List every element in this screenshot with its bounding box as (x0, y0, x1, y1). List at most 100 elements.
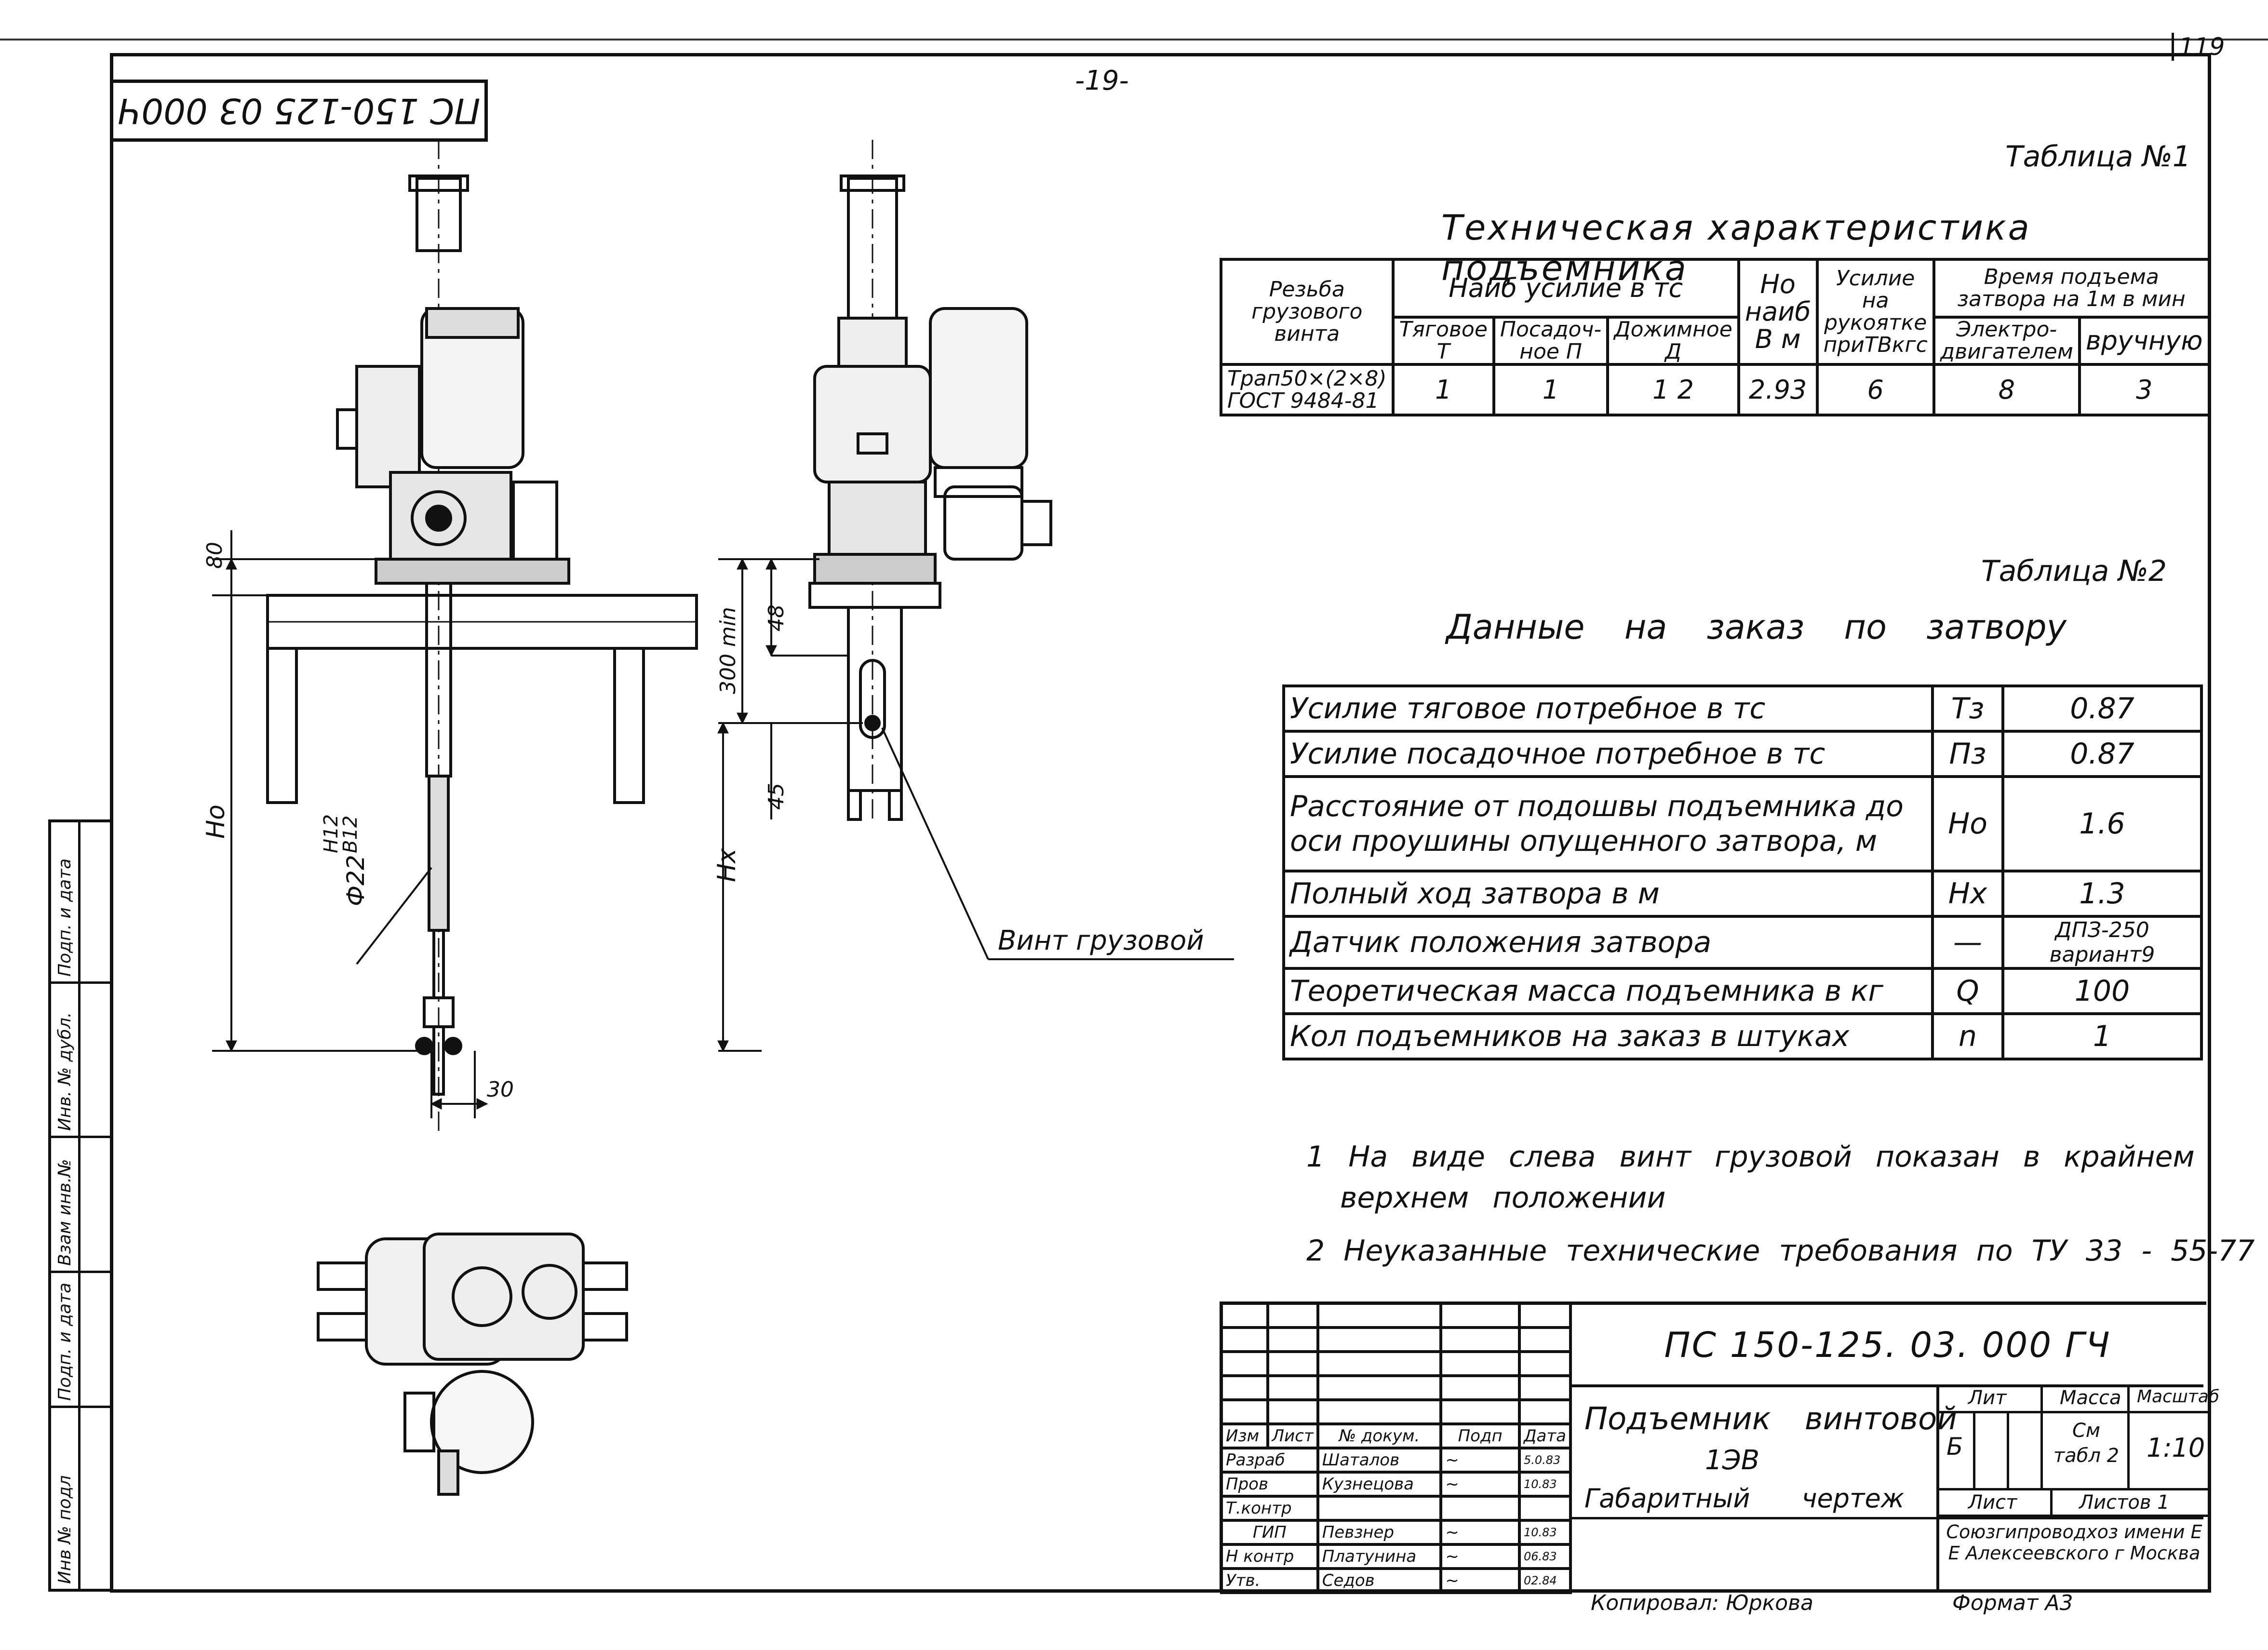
t1-handle: 6 (1815, 363, 1935, 417)
copied-by: Копировал: Юркова (1591, 1591, 1814, 1615)
code-stamp: ПС 150-125 03 000Ч (110, 80, 488, 142)
tb-name-4: Платунина (1316, 1543, 1443, 1570)
tb-head-doc: № докум. (1316, 1422, 1443, 1449)
tb-role-0: Разраб (1220, 1447, 1319, 1474)
t2-val-5: 100 (2001, 967, 2203, 1015)
t2-label-2: Расстояние от подошвы подъемника до оси … (1282, 775, 1934, 872)
tb-date-1: 10.83 (1517, 1471, 1572, 1498)
t1-h-electric: Электро- двигателем (1932, 315, 2081, 366)
front-dimensions (212, 530, 488, 1118)
tb-sign-1: ~ (1439, 1471, 1521, 1498)
dim-ho: Ho (201, 805, 230, 839)
t2-label-1: Усилие посадочное потребное в тс (1282, 730, 1934, 778)
drawing-frame (110, 53, 2211, 1593)
tb-sign-4: ~ (1439, 1543, 1521, 1570)
tb-lit: Б (1946, 1433, 1963, 1461)
sheet-format: Формат А3 (1952, 1591, 2073, 1615)
tb-name-5: Седов (1316, 1567, 1443, 1594)
tb-date-4: 06.83 (1517, 1543, 1572, 1570)
tb-sheets-h: Листов 1 (2079, 1491, 2170, 1514)
tb-name-3: Певзнер (1316, 1519, 1443, 1546)
t1-manual: 3 (2078, 363, 2211, 417)
t2-sym-4: — (1931, 915, 2004, 970)
tb-org: Союзгипроводхоз имени Е Е Алексеевского … (1946, 1521, 2202, 1564)
tb-date-2 (1517, 1495, 1572, 1522)
tb-code: ПС 150-125. 03. 000 ГЧ (1572, 1305, 2203, 1387)
t1-h-thread: Резьба грузового винта (1220, 257, 1395, 366)
tb-sign-3: ~ (1439, 1519, 1521, 1546)
t1-h-time: Время подъема затвора на 1м в мин (1932, 258, 2211, 319)
tb-role-4: Н контр (1220, 1543, 1319, 1570)
note-1b: верхнем положении (1340, 1181, 1666, 1215)
t1-pull: 1 (1391, 363, 1495, 417)
table2-title: Данные на заказ по затвору (1446, 607, 2067, 647)
tb-name-2 (1316, 1495, 1443, 1522)
tb-info: Лит Масса Масштаб Б См табл 2 1:10 Лист … (1936, 1384, 2219, 1589)
t2-label-5: Теоретическая масса подъемника в кг (1282, 967, 1934, 1015)
tb-name-1: Кузнецова (1316, 1471, 1443, 1498)
tb-scale: 1:10 (2147, 1433, 2205, 1463)
dim-fit-b: B12 (339, 816, 362, 853)
tb-name3: Габаритный чертеж (1584, 1483, 1905, 1514)
t2-label-0: Усилие тяговое потребное в тс (1282, 684, 1934, 733)
note-2: 2 Неуказанные технические требования по … (1306, 1234, 2255, 1268)
side-dimensions (717, 558, 1234, 1052)
dim-48: 48 (764, 604, 789, 631)
tb-head-date: Дата (1517, 1422, 1572, 1449)
t2-val-1: 0.87 (2001, 730, 2203, 778)
tb-date-3: 10.83 (1517, 1519, 1572, 1546)
tb-mass-h: Масса (2060, 1387, 2121, 1409)
dim-fit-h: H12 (320, 814, 342, 853)
t2-label-3: Полный ход затвора в м (1282, 870, 1934, 918)
dim-phi22: Ф22 (342, 855, 370, 906)
table2-caption: Таблица №2 (1981, 554, 2167, 588)
dim-80: 80 (202, 542, 227, 569)
tb-name-0: Шаталов (1316, 1447, 1443, 1474)
technical-drawing: 80 Ho Ф22 H12 B12 30 300 min 4 (201, 140, 1234, 1496)
t2-val-6: 1 (2001, 1012, 2203, 1060)
t2-label-6: Кол подъемников на заказ в штуках (1282, 1012, 1934, 1060)
tb-head-izm: Изм (1220, 1422, 1269, 1449)
table2: Усилие тяговое потребное в тс Тз 0.87 Ус… (1282, 684, 2203, 1060)
tb-name2: 1ЭВ (1705, 1445, 1760, 1476)
tb-role-1: Пров (1220, 1471, 1319, 1498)
tb-sign-0: ~ (1439, 1447, 1521, 1474)
t2-sym-5: Q (1931, 967, 2004, 1015)
side-stamp: Инв № подл Подп. и дата Взам инв.№ Инв. … (48, 819, 113, 1592)
t2-val-2: 1.6 (2001, 775, 2203, 872)
side-view (808, 140, 1052, 821)
t1-h-max-force: Наиб усилие в тс (1391, 258, 1740, 319)
tb-head-sign: Подп (1439, 1422, 1521, 1449)
table1: Резьба грузового винта Наиб усилие в тс … (1220, 257, 2211, 417)
t2-val-0: 0.87 (2001, 684, 2203, 733)
t2-sym-0: Тз (1931, 684, 2004, 733)
t1-h-pull: Тяговое Т (1391, 315, 1495, 366)
t2-label-4: Датчик положения затвора (1282, 915, 1934, 970)
dim-30: 30 (487, 1077, 514, 1102)
front-view (266, 140, 698, 1133)
tb-role-3: ГИП (1220, 1519, 1319, 1546)
plan-view (317, 1233, 628, 1496)
t2-val-3: 1.3 (2001, 870, 2203, 918)
tb-role-2: Т.контр (1220, 1495, 1319, 1522)
top-edge-line (0, 39, 2268, 40)
table1-caption: Таблица №1 (2005, 140, 2191, 174)
tb-scale-h: Масштаб (2137, 1387, 2220, 1407)
tb-lit-h: Лит (1968, 1387, 2007, 1409)
corner-sheet-number: 119 (2172, 33, 2225, 61)
t1-electric: 8 (1932, 363, 2081, 417)
t1-h-press: Дожимное Д (1606, 315, 1740, 366)
t1-thread: Трап50×(2×8) ГОСТ 9484-81 (1220, 363, 1395, 417)
tb-name1: Подъемник винтовой (1584, 1401, 1957, 1437)
tb-date-5: 02.84 (1517, 1567, 1572, 1594)
t2-sym-1: Пз (1931, 730, 2004, 778)
t2-sym-3: Нх (1931, 870, 2004, 918)
callout-load-screw: Винт грузовой (998, 925, 1204, 956)
t1-seat: 1 (1492, 363, 1610, 417)
t2-val-4: ДПЗ-250 вариант9 (2001, 915, 2203, 970)
t2-sym-6: n (1931, 1012, 2004, 1060)
tb-sign-5: ~ (1439, 1567, 1521, 1594)
page-number: -19- (1075, 65, 1129, 96)
